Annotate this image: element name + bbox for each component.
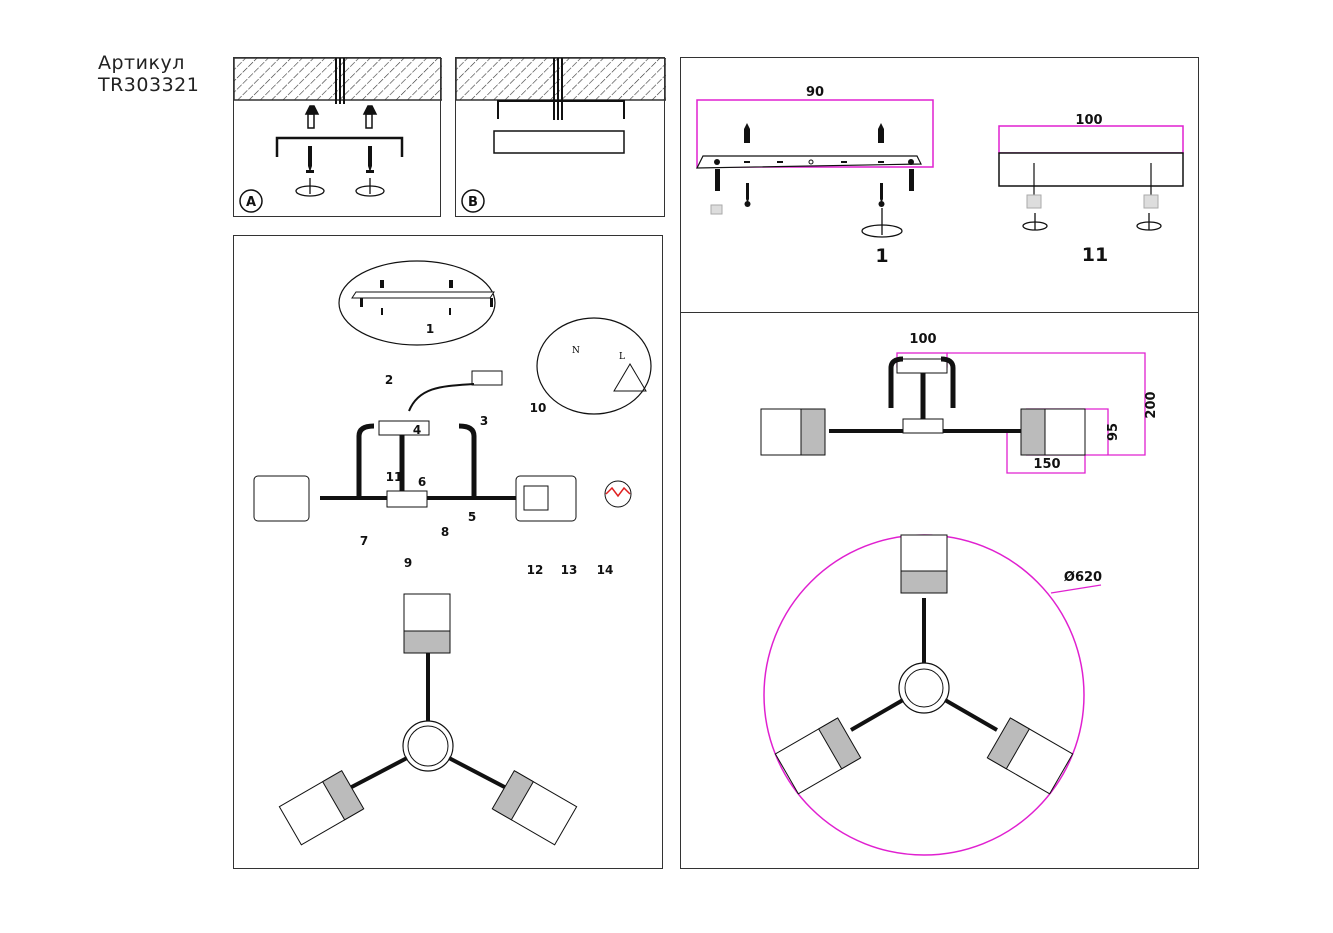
screw-icon <box>744 183 885 207</box>
dimensions-drawing: 100 200 95 150 Ø620 <box>760 332 1159 856</box>
part-label-11: 11 <box>1082 244 1108 266</box>
frame-arch-left <box>356 423 375 496</box>
wiring-callout <box>536 317 652 415</box>
assembly-label-3: 3 <box>480 414 488 428</box>
mounting-detail-drawing: 90 1 100 11 <box>696 85 1184 267</box>
panel-label-circle <box>239 189 263 213</box>
rotate-icon <box>295 178 385 197</box>
panel-a-label: A <box>246 195 256 210</box>
diameter-leader <box>1050 584 1102 594</box>
assembly-label-5: 5 <box>468 510 476 524</box>
plate-holes <box>714 159 914 165</box>
assembly-label-1: 1 <box>426 322 434 336</box>
assembly-label-6: 6 <box>418 475 426 489</box>
mounting-bracket <box>497 100 625 119</box>
shade-left <box>253 475 310 522</box>
panel-b-drawing: B <box>456 58 666 213</box>
assembly-panel: 1 N L 2 3 4 5 6 7 8 9 10 11 12 1 <box>233 235 663 869</box>
assembly-drawing: 1 N L 2 3 4 5 6 7 8 9 10 11 12 1 <box>253 260 652 846</box>
panel-b-label: B <box>468 195 478 210</box>
top-view-fixture <box>278 593 578 846</box>
bulb-icon <box>604 480 632 508</box>
screw-icon <box>306 146 374 173</box>
assembly-label-11: 11 <box>386 470 403 484</box>
dimension-90: 90 <box>806 85 824 100</box>
assembly-label-8: 8 <box>441 525 449 539</box>
dimension-base-width: 100 <box>909 332 936 347</box>
rotate-icon <box>1022 213 1162 231</box>
dimension-shade-length: 150 <box>1033 457 1060 472</box>
panel-b: B <box>455 57 666 217</box>
callout-parts <box>360 280 493 315</box>
canopy-top <box>378 420 430 436</box>
article-code: TR303321 <box>98 74 200 96</box>
terminal-block <box>471 370 503 386</box>
assembly-label-10: 10 <box>530 401 547 415</box>
part-label-1: 1 <box>875 245 888 267</box>
lamp-socket <box>523 485 549 511</box>
mounting-bracket <box>275 136 404 157</box>
wiring-cable <box>408 383 475 412</box>
cable-icon <box>335 58 345 104</box>
bulb-filament <box>605 486 631 498</box>
ceiling-hatch <box>234 58 442 101</box>
mounting-callout <box>338 260 496 346</box>
frame-arch-right <box>458 423 477 496</box>
assembly-label-9: 9 <box>404 556 412 570</box>
dimension-100: 100 <box>1075 113 1102 128</box>
dimension-box-100 <box>998 125 1184 154</box>
dimension-diameter: Ø620 <box>1064 570 1102 585</box>
assembly-label-2: 2 <box>385 373 393 387</box>
assembly-label-4: 4 <box>413 423 421 437</box>
center-hub <box>386 490 428 508</box>
side-view-fixture <box>760 356 1086 456</box>
dimension-box-90 <box>696 99 934 168</box>
assembly-label-14: 14 <box>597 563 614 577</box>
article-block: Артикул TR303321 <box>98 52 199 96</box>
rotate-icon <box>861 208 903 238</box>
canopy <box>493 130 625 154</box>
bolt-icon <box>715 169 914 191</box>
canopy-base <box>998 152 1184 187</box>
finial-nut-icon <box>1026 194 1159 209</box>
assembly-label-13: 13 <box>561 563 578 577</box>
nut-icon <box>710 204 723 215</box>
dimension-shade-height: 95 <box>1106 423 1121 441</box>
wire-l: L <box>619 352 625 362</box>
dowel-icon <box>744 123 884 143</box>
assembly-label-12: 12 <box>527 563 544 577</box>
assembly-label-7: 7 <box>360 534 368 548</box>
callout-plate <box>351 291 495 299</box>
panel-a-drawing: A <box>234 58 442 213</box>
dimension-height: 200 <box>1144 391 1159 418</box>
panel-a: A <box>233 57 442 217</box>
mounting-detail-panel: 90 1 100 11 <box>680 57 1199 313</box>
article-label: Артикул <box>98 52 185 74</box>
dowel-icon <box>304 105 378 129</box>
top-view-fixture <box>774 534 1074 795</box>
panel-label-circle <box>461 189 485 213</box>
wire-n: N <box>572 346 580 356</box>
cable-icon <box>553 58 563 120</box>
dimension-line-shade-length <box>1006 433 1086 474</box>
lightning-icon <box>613 363 647 392</box>
dimensions-panel: 100 200 95 150 Ø620 <box>680 312 1199 869</box>
